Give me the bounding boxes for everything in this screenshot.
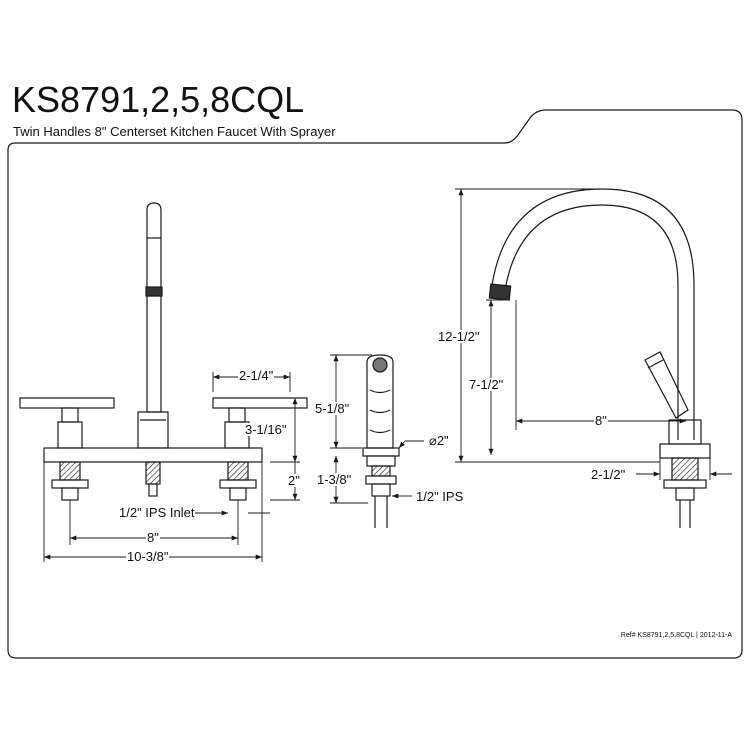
sheet-frame [7,109,743,659]
dim-handle-spacing: 2-1/4" [238,368,275,383]
dim-center-set: 8" [146,530,160,545]
sprayer-view [362,354,400,528]
reference-code: Ref# KS8791,2,5,8CQL | 2012-11-A [620,632,732,639]
dim-spout-clearance: 7-1/2" [468,377,505,392]
model-number: KS8791,2,5,8CQL [12,79,305,120]
dim-sprayer-ips: 1/2" IPS [415,489,465,504]
dim-overall-width: 10-3/8" [126,549,170,564]
dim-base-depth: 2-1/2" [590,467,627,482]
front-view [19,202,308,501]
dim-deck-thickness: 2" [287,473,301,488]
dim-sprayer-diameter: ⌀2" [428,433,450,448]
dim-handle-height: 3-1/16" [244,422,288,437]
dim-inlet: 1/2" IPS Inlet [118,505,196,520]
product-description: Twin Handles 8" Centerset Kitchen Faucet… [13,124,336,139]
side-view [488,188,711,528]
dim-sprayer-length: 5-1/8" [314,401,351,416]
dim-spout-reach: 8" [594,413,608,428]
dim-sprayer-base: 1-3/8" [316,472,353,487]
dim-total-height: 12-1/2" [437,329,481,344]
